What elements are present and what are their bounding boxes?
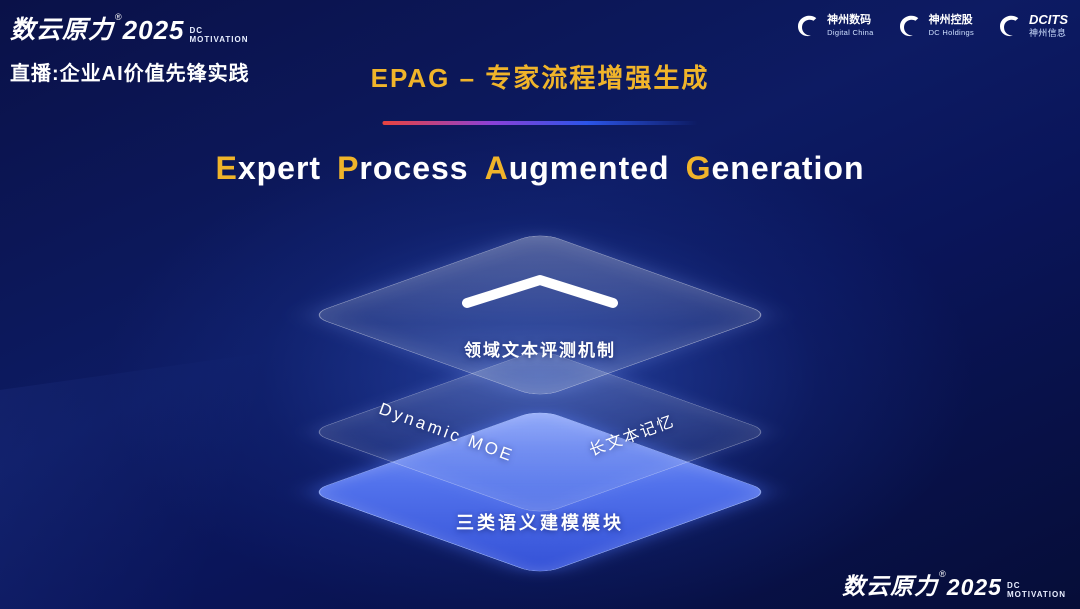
partner-text: 神州控股 DC Holdings (929, 14, 974, 36)
middle-layer-right-label: 长文本记忆 (587, 412, 678, 460)
partner-dcits: DCITS 神州信息 (996, 12, 1068, 39)
middle-layer-left-label: Dynamic MOE (376, 399, 517, 466)
chevron-up-icon (462, 275, 618, 308)
dcits-swirl-icon (1000, 15, 1019, 37)
brand-registered-mark: ® (115, 12, 122, 22)
subtitle-word-rest: xpert (237, 150, 322, 186)
brand-subtext-line1: DC (1006, 580, 1021, 590)
partner-logos: 神州数码 Digital China 神州控股 DC Holdings DCIT… (794, 12, 1068, 39)
glass-layer-middle (308, 348, 772, 516)
brand-logo-top-left: 数云原力 ® 2025 DC MOTIVATION (10, 10, 249, 46)
subtitle-lead-letter: A (484, 150, 509, 186)
partner-name: 神州控股 (928, 14, 973, 27)
partner-text: 神州数码 Digital China (827, 14, 873, 36)
brand-subtext-line1: DC (189, 25, 204, 35)
glass-layer-top (308, 231, 772, 399)
top-layer-label: 领域文本评测机制 (464, 341, 616, 360)
partner-name: 神州数码 (827, 14, 872, 27)
bottom-layer-label: 三类语义建模模块 (456, 513, 624, 533)
subtitle-lead-letter: P (337, 150, 360, 186)
brand-name: 数云原力 (842, 573, 939, 599)
partner-dc-holdings: 神州控股 DC Holdings (896, 12, 974, 39)
subtitle-word-augmented: Augmented (485, 150, 670, 186)
subtitle-word-process: Process (337, 150, 469, 186)
brand-subtext-line2: MOTIVATION (189, 34, 249, 44)
gradient-divider (382, 121, 698, 125)
brand-logo-bottom-right: 数云原力 ® 2025 DC MOTIVATION (842, 567, 1066, 601)
subtitle-word-rest: eneration (711, 150, 865, 186)
partner-subname: DC Holdings (928, 27, 974, 37)
subtitle-word-generation: Generation (686, 150, 865, 186)
live-stream-title: 直播:企业AI价值先锋实践 (10, 63, 250, 85)
brand-subtext-line2: MOTIVATION (1006, 589, 1066, 599)
brand-year: 2025 (122, 15, 185, 45)
partner-subname: 神州信息 (1029, 27, 1067, 38)
subtitle-word-rest: rocess (359, 150, 469, 186)
light-beam-decoration (0, 331, 459, 609)
partner-digital-china: 神州数码 Digital China (794, 12, 873, 39)
brand-subtext: DC MOTIVATION (190, 26, 249, 44)
brand-year: 2025 (946, 574, 1002, 600)
subtitle-epag-expansion: Expert Process Augmented Generation (0, 150, 1080, 187)
partner-subname: Digital China (827, 27, 874, 37)
digital-china-swirl-icon (798, 15, 817, 37)
partner-text: DCITS 神州信息 (1029, 12, 1068, 38)
subtitle-word-expert: Expert (215, 150, 321, 186)
brand-name: 数云原力 (10, 16, 115, 44)
subtitle-word-rest: ugmented (508, 150, 670, 186)
subtitle-lead-letter: G (685, 150, 712, 186)
brand-registered-mark: ® (939, 569, 946, 579)
brand-subtext: DC MOTIVATION (1007, 581, 1066, 599)
partner-name: DCITS (1029, 12, 1068, 28)
dc-holdings-swirl-icon (899, 15, 918, 37)
blue-layer-bottom (308, 408, 772, 576)
subtitle-lead-letter: E (215, 150, 238, 186)
page-title: EPAG – 专家流程增强生成 (370, 63, 710, 93)
